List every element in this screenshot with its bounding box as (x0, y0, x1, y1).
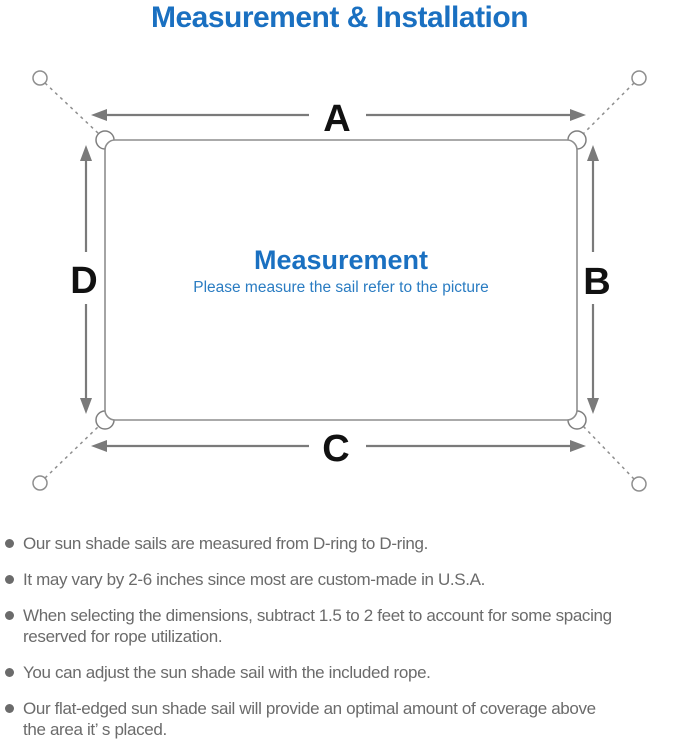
arrow-d-top-head-icon (80, 145, 92, 161)
dimension-label-c: C (322, 428, 349, 470)
anchor-point-icon-bottom-left (32, 475, 48, 491)
dimension-label-b: B (583, 261, 610, 303)
rope-line-top-left (44, 82, 100, 135)
arrow-a-right-head-icon (570, 109, 586, 121)
note-item-adjust-rope: You can adjust the sun shade sail with t… (5, 662, 673, 683)
arrow-b-top-head-icon (587, 145, 599, 161)
note-text: It may vary by 2-6 inches since most are… (23, 570, 486, 589)
notes-list: Our sun shade sails are measured from D-… (5, 533, 673, 755)
dimension-label-a: A (323, 98, 350, 140)
note-text: When selecting the dimensions, subtract … (23, 606, 612, 625)
anchor-point-icon-bottom-right (631, 476, 647, 492)
rope-line-bottom-left (44, 425, 100, 479)
arrow-d-bottom-head-icon (80, 398, 92, 414)
note-item-vary-inches: It may vary by 2-6 inches since most are… (5, 569, 673, 590)
diagram-center-title: Measurement (254, 245, 428, 275)
arrow-c-right-head-icon (570, 440, 586, 452)
note-text: Our sun shade sails are measured from D-… (23, 534, 428, 553)
bullet-icon (5, 611, 14, 620)
anchor-point-icon-top-right (631, 70, 647, 86)
rope-line-bottom-right (582, 425, 635, 480)
note-text: reserved for rope utilization. (23, 627, 223, 646)
diagram-center-subtitle: Please measure the sail refer to the pic… (193, 279, 489, 296)
note-item-subtract-feet: When selecting the dimensions, subtract … (5, 605, 673, 647)
bullet-icon (5, 539, 14, 548)
bullet-icon (5, 575, 14, 584)
bullet-icon (5, 668, 14, 677)
note-item-measured-dring: Our sun shade sails are measured from D-… (5, 533, 673, 554)
rope-line-top-right (582, 82, 635, 135)
measurement-diagram: A B C D Measurement Please measure the s… (32, 70, 647, 492)
page-title: Measurement & Installation (150, 1, 529, 34)
note-item-coverage: Our flat-edged sun shade sail will provi… (5, 698, 673, 740)
note-text: Our flat-edged sun shade sail will provi… (23, 699, 596, 718)
dimension-label-d: D (70, 260, 97, 302)
note-text: You can adjust the sun shade sail with t… (23, 663, 431, 682)
sail-rectangle (104, 139, 578, 421)
product-infographic: Measurement & Installation (5, 1, 647, 739)
anchor-point-icon-top-left (32, 70, 48, 86)
arrow-b-bottom-head-icon (587, 398, 599, 414)
note-text: the area it’ s placed. (23, 720, 167, 739)
arrow-a-left-head-icon (91, 109, 107, 121)
bullet-icon (5, 704, 14, 713)
arrow-c-left-head-icon (91, 440, 107, 452)
